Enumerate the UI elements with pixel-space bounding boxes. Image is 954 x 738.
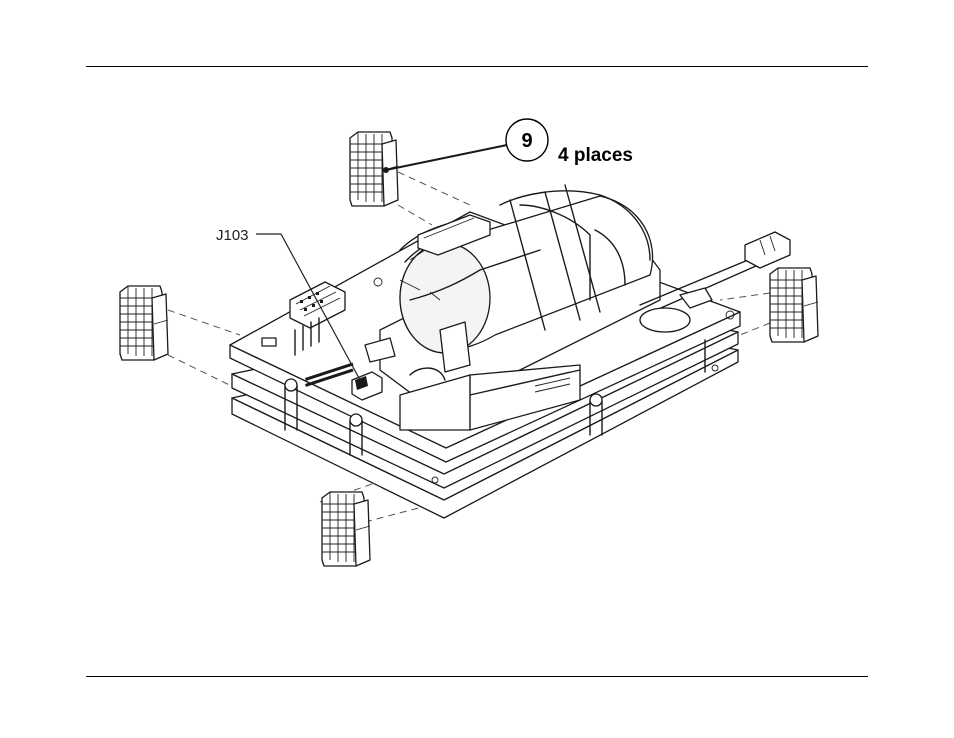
mounting-clip-left	[120, 286, 168, 360]
callout-quantity-note: 4 places	[558, 145, 633, 166]
mounting-clip-right	[770, 268, 818, 342]
j103-label: J103	[216, 227, 249, 244]
mounting-clip-bottom	[322, 492, 370, 566]
callout-number: 9	[521, 130, 532, 152]
callout-item-9: 9 4 places	[383, 119, 633, 173]
